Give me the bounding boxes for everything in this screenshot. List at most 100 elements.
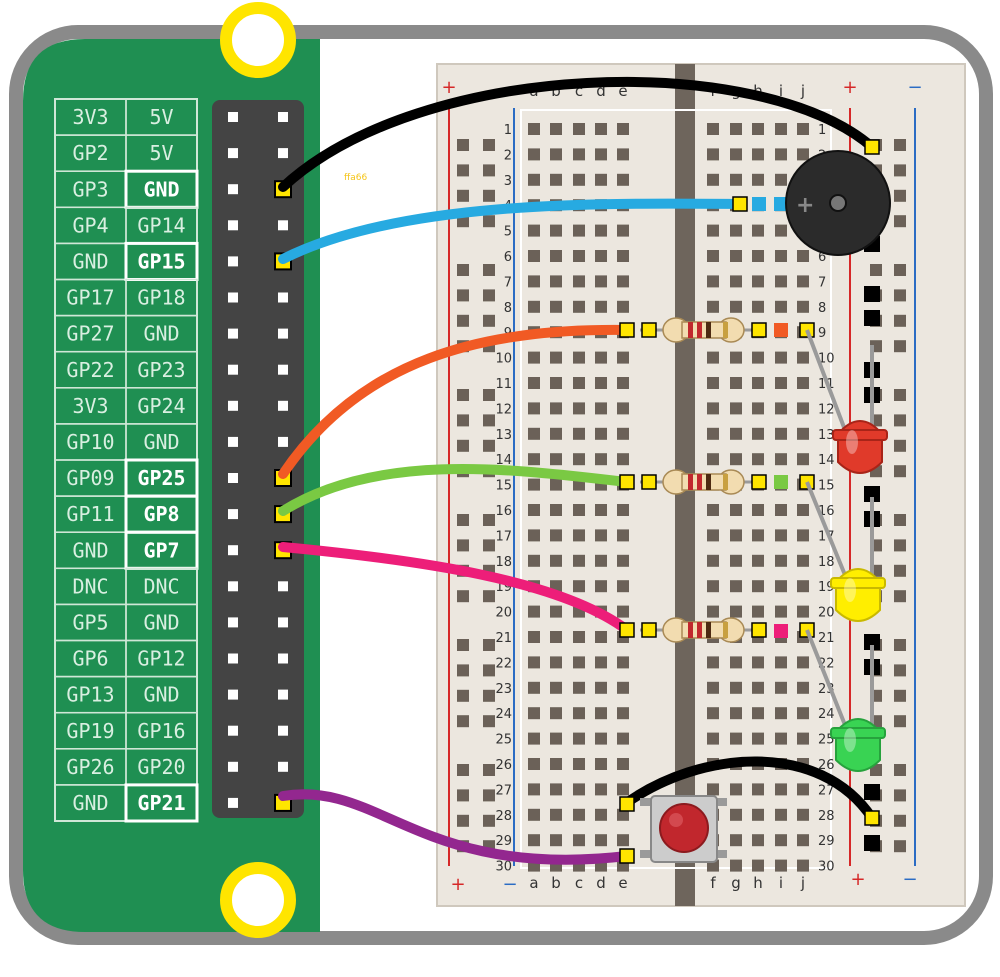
breadboard-hole [573, 783, 585, 796]
breadboard-hole [707, 656, 719, 669]
breadboard-hole [797, 351, 809, 364]
breadboard-hole [573, 834, 585, 847]
breadboard-hole [730, 173, 742, 186]
breadboard-hole [528, 173, 540, 186]
pin-label-right: GP12 [137, 647, 185, 671]
breadboard-hole [550, 783, 562, 796]
row-label: 5 [504, 225, 512, 240]
breadboard-hole [528, 300, 540, 313]
header-pin-left [228, 292, 238, 303]
breadboard-hole [528, 554, 540, 567]
breadboard-hole [775, 250, 787, 262]
breadboard-hole [707, 427, 719, 440]
pin-label-right: 5V [149, 105, 173, 129]
pin-label-right: GP25 [137, 466, 185, 490]
breadboard-hole [775, 377, 787, 389]
breadboard-hole [573, 681, 585, 694]
breadboard-hole [573, 402, 585, 415]
breadboard-hole [550, 402, 562, 415]
pin-label-left: GP17 [66, 286, 114, 310]
row-label: 9 [818, 326, 826, 341]
resistor-pad-right [751, 474, 767, 490]
column-label: i [779, 82, 783, 100]
breadboard-hole [617, 402, 629, 415]
breadboard-hole [617, 529, 629, 542]
row-label: 21 [495, 631, 512, 646]
breadboard-hole [730, 732, 742, 745]
breadboard-hole [550, 808, 562, 821]
breadboard-hole [595, 808, 607, 821]
breadboard-hole [797, 453, 809, 466]
breadboard-hole [573, 377, 585, 389]
breadboard-hole [797, 148, 809, 161]
pad-buzzer-signal [732, 196, 748, 212]
gpio-header [212, 100, 304, 818]
breadboard-hole [595, 681, 607, 694]
breadboard-hole [595, 148, 607, 161]
breadboard-holes [457, 123, 906, 872]
breadboard-hole [617, 707, 629, 720]
breadboard-hole [730, 377, 742, 389]
breadboard-hole [550, 173, 562, 186]
row-label: 12 [495, 402, 512, 417]
rail-hole [894, 689, 906, 702]
header-pin-right [278, 364, 288, 375]
breadboard-hole [617, 123, 629, 135]
breadboard-hole [752, 224, 764, 237]
breadboard-hole [752, 427, 764, 440]
breadboard-hole [775, 808, 787, 821]
resistor-band [697, 474, 702, 490]
pin-label-left: GND [72, 538, 108, 562]
row-label: 20 [495, 606, 512, 621]
breadboard-hole [752, 453, 764, 466]
breadboard-hole [528, 250, 540, 262]
led-body [837, 420, 883, 474]
resistors [640, 317, 815, 643]
breadboard-hole [573, 504, 585, 516]
resistor-band [723, 322, 728, 338]
column-label: c [575, 82, 583, 100]
led-leg [805, 481, 847, 576]
breadboard-hole [707, 732, 719, 745]
breadboard-hole [775, 351, 787, 364]
rail-hole [894, 264, 906, 276]
breadboard-hole [730, 580, 742, 593]
breadboard-hole [730, 427, 742, 440]
breadboard-hole [595, 732, 607, 745]
row-label: 1 [818, 123, 826, 138]
breadboard-hole [752, 783, 764, 796]
pin-label-left: 3V3 [72, 105, 108, 129]
pin-label-right: GND [143, 322, 179, 346]
ground-rail-link [864, 286, 880, 302]
ground-rail-link [864, 835, 880, 851]
rail-hole [894, 514, 906, 526]
breadboard-hole [797, 681, 809, 694]
led-rim [832, 429, 888, 441]
column-label: g [731, 874, 741, 892]
breadboard-hole [617, 173, 629, 186]
pin-label-right: GP7 [143, 538, 179, 562]
breadboard-hole [707, 453, 719, 466]
breadboard-hole [595, 783, 607, 796]
breadboard-hole [528, 707, 540, 720]
led-body [835, 718, 881, 772]
breadboard-hole [528, 834, 540, 847]
row-label: 10 [818, 352, 835, 367]
header-pin-left [228, 473, 238, 483]
header-pin-right [278, 761, 288, 772]
breadboard-hole [730, 834, 742, 847]
breadboard-hole [528, 529, 540, 542]
header-pin-left [228, 400, 238, 411]
buzzer-center [829, 194, 847, 212]
breadboard-hole [775, 402, 787, 415]
pad-row30-d [619, 848, 635, 864]
pin-label-right: GP15 [137, 249, 185, 273]
breadboard-hole [797, 529, 809, 542]
breadboard-inner-area [520, 109, 832, 869]
pin-label-left: GND [72, 791, 108, 815]
breadboard-hole [617, 834, 629, 847]
wire-gp21-button [278, 789, 632, 865]
breadboard-hole [528, 402, 540, 415]
led-yellow [805, 481, 886, 622]
breadboard-hole [550, 605, 562, 618]
